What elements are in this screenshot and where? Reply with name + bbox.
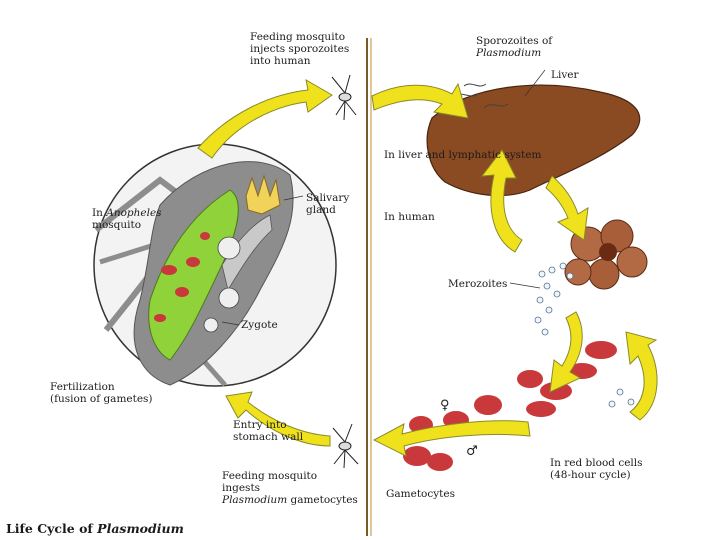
label-entry-line1: Entry into — [233, 419, 287, 431]
red-blood-cells — [403, 341, 617, 471]
liver — [426, 84, 641, 197]
label-salivary-line2: gland — [306, 204, 336, 216]
label-male-symbol: ♂ — [466, 444, 478, 459]
label-anopheles-italic: Anopheles — [106, 207, 162, 219]
arrow-red-cell-cycle — [625, 331, 658, 421]
arrow-liver-cycle-up — [480, 149, 523, 253]
label-entry-stomach: Entry into stomach wall — [233, 419, 303, 443]
arrow-mosquito-to-human — [197, 79, 333, 159]
feeding-mosquito-bottom — [332, 423, 359, 469]
label-salivary-line1: Salivary — [306, 192, 350, 204]
label-feeding-inject: Feeding mosquito injects sporozoites int… — [250, 31, 349, 67]
arrow-mosquito-to-liver — [371, 82, 469, 119]
label-in-rbc-line2: (48-hour cycle) — [550, 469, 631, 481]
label-gametocytes-suffix: gametocytes — [287, 494, 358, 506]
label-entry-line2: stomach wall — [233, 431, 304, 443]
label-feeding-inject-line3: into human — [250, 55, 311, 67]
label-feeding-inject-line2: injects sporozoites — [250, 43, 350, 55]
label-gametocytes: Gametocytes — [386, 488, 455, 500]
label-mosquito: mosquito — [92, 219, 142, 231]
label-in-rbc-line1: In red blood cells — [550, 457, 643, 469]
label-sporozoites: Sporozoites of Plasmodium — [476, 35, 552, 59]
label-merozoites: Merozoites — [448, 278, 508, 290]
cycle-arrows — [197, 79, 658, 457]
caption-italic: Plasmodium — [97, 521, 184, 536]
label-in-rbc: In red blood cells (48-hour cycle) — [550, 457, 643, 481]
label-feeding-ingest-line2: ingests — [222, 482, 261, 494]
mosquito-cross-section — [93, 143, 337, 387]
label-sporozoites-line1: Sporozoites of — [476, 35, 553, 47]
arrow-mosquito-to-fertilization — [225, 391, 331, 447]
label-female-symbol: ♀ — [440, 398, 450, 413]
label-liver-system: In liver and lymphatic system — [384, 149, 542, 161]
label-fertilization-line1: Fertilization — [50, 381, 115, 393]
label-in-human: In human — [384, 211, 435, 223]
arrow-to-red-cells — [549, 311, 583, 393]
label-fertilization: Fertilization (fusion of gametes) — [50, 381, 153, 405]
divider-line — [366, 38, 372, 536]
label-zygote: Zygote — [241, 319, 278, 331]
leader-lines — [221, 69, 546, 326]
label-liver: Liver — [551, 69, 579, 81]
label-plasmodium-italic: Plasmodium — [222, 494, 288, 506]
figure-caption: Life Cycle of Plasmodium — [6, 521, 184, 536]
label-in-anopheles-prefix: In — [92, 207, 107, 219]
caption-prefix: Life Cycle of — [6, 521, 98, 536]
label-feeding-ingest-line1: Feeding mosquito — [222, 470, 318, 482]
label-fertilization-line2: (fusion of gametes) — [50, 393, 153, 405]
arrow-liver-to-cells — [545, 175, 589, 241]
arrow-gametocytes-to-mosquito — [372, 420, 531, 457]
label-in-anopheles: In Anopheles mosquito — [92, 207, 162, 231]
feeding-mosquito-top — [331, 74, 357, 121]
label-salivary-gland: Salivary gland — [306, 192, 349, 216]
label-sporozoites-italic: Plasmodium — [476, 47, 542, 59]
label-feeding-inject-line1: Feeding mosquito — [250, 31, 346, 43]
label-feeding-ingest: Feeding mosquito ingests Plasmodium game… — [222, 470, 358, 506]
merozoites — [534, 262, 635, 408]
